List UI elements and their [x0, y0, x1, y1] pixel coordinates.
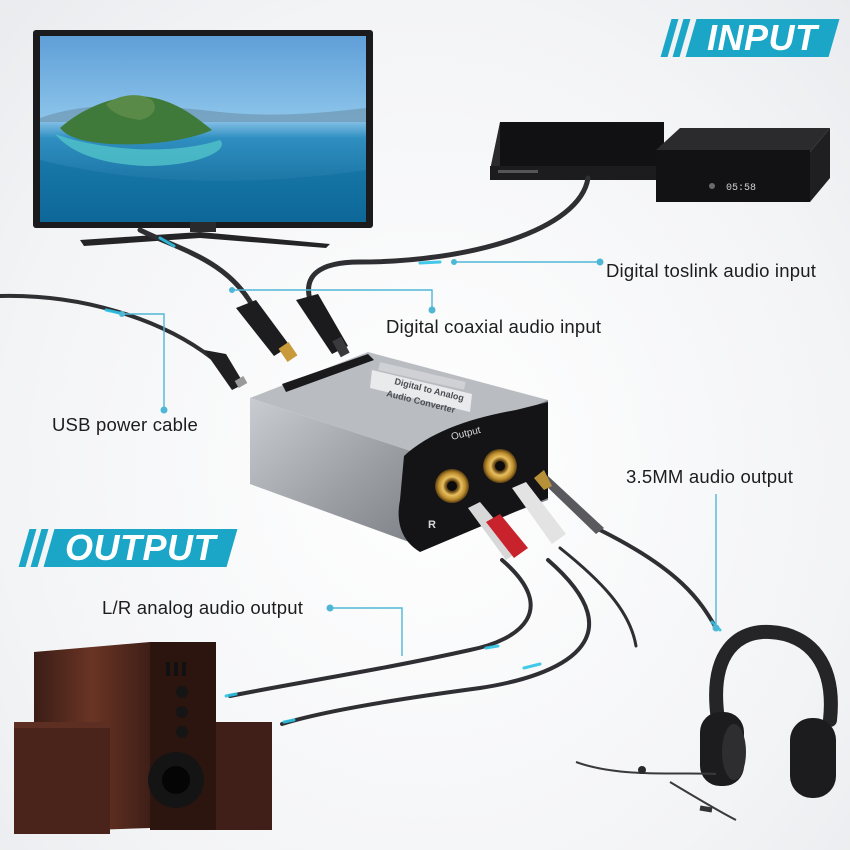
label-toslink-input: Digital toslink audio input [606, 260, 817, 281]
output-banner: OUTPUT [18, 526, 238, 570]
headphones [575, 624, 838, 821]
input-banner: INPUT [660, 16, 839, 60]
input-banner-text: INPUT [707, 17, 818, 58]
label-usb-power: USB power cable [52, 414, 198, 435]
stb-display: 05:58 [726, 183, 756, 194]
speaker-system [14, 642, 272, 834]
output-banner-text: OUTPUT [65, 527, 216, 568]
output-plugs [468, 470, 604, 560]
label-lr-output: L/R analog audio output [102, 597, 304, 618]
converter-device: Digital to Analog Audio Converter Output… [250, 352, 548, 552]
input-banner-stripes [660, 19, 691, 57]
tv [33, 30, 373, 248]
output-banner-stripes [18, 529, 49, 567]
output-banner-box: OUTPUT [43, 527, 238, 568]
callout-lines [122, 261, 717, 656]
dvd-player [490, 122, 664, 180]
label-35mm-output: 3.5MM audio output [626, 466, 794, 487]
set-top-box: 05:58 [656, 128, 830, 202]
cables [0, 175, 718, 726]
plugs [204, 294, 350, 390]
callout-dots [119, 258, 720, 632]
input-banner-box: INPUT [685, 17, 839, 58]
label-coaxial-input: Digital coaxial audio input [386, 316, 602, 337]
device-r-label: R [428, 519, 436, 531]
